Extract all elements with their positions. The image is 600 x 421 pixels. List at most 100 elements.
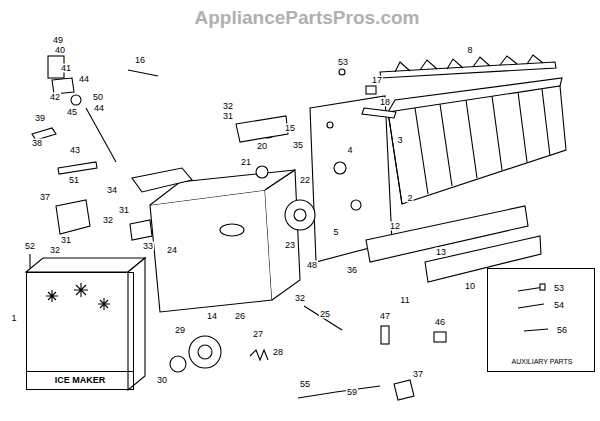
motor-housing	[150, 190, 272, 312]
callout-number: 46	[434, 318, 446, 327]
callout-number: 29	[174, 326, 186, 335]
callout-number: 22	[299, 176, 311, 185]
callout-number: 15	[284, 124, 296, 133]
cover	[74, 283, 88, 297]
callout-number: 50	[92, 93, 104, 102]
ice-mold	[388, 78, 566, 204]
gears	[294, 209, 306, 221]
small-parts	[434, 332, 446, 342]
callout-number: 1	[10, 314, 17, 323]
callout-number: 47	[379, 312, 391, 321]
callout-number: 13	[435, 248, 447, 257]
callout-number: 35	[292, 141, 304, 150]
ice-mold	[388, 86, 566, 204]
mounting-plate	[351, 200, 361, 210]
small-parts	[250, 306, 342, 360]
panel-title: AUXILIARY PARTS	[511, 358, 574, 365]
fill-tube-assembly	[30, 56, 116, 268]
callout-number: 38	[31, 139, 43, 148]
callout-number: 55	[299, 380, 311, 389]
motor-housing	[265, 170, 300, 300]
callout-number: 33	[142, 242, 154, 251]
callout-number: 39	[34, 114, 46, 123]
callout-number: 11	[399, 296, 410, 305]
callout-number: 41	[60, 64, 72, 73]
callout-number: 37	[412, 370, 424, 379]
auxiliary-parts-icons	[518, 287, 548, 331]
gears	[256, 166, 268, 178]
callout-number: 26	[234, 312, 246, 321]
ice-maker-cover-front: ICE MAKER	[26, 272, 134, 390]
small-parts	[128, 69, 446, 400]
callout-number: 31	[222, 112, 234, 121]
mounting-plate	[327, 122, 333, 128]
switch-bracket	[236, 116, 288, 142]
gears	[285, 200, 315, 230]
cover	[46, 290, 58, 302]
motor-housing	[220, 224, 244, 236]
ejector-blade	[395, 55, 543, 72]
callout-number: 40	[54, 46, 66, 55]
fill-tube-assembly	[71, 95, 81, 105]
callout-number: 54	[553, 301, 565, 310]
fill-tube-assembly	[86, 108, 116, 162]
heater-shield	[366, 206, 541, 282]
gears	[189, 336, 221, 368]
callout-number: 8	[466, 46, 473, 55]
callout-number: 42	[49, 93, 61, 102]
callout-number: 43	[69, 146, 81, 155]
cover-text: ICE MAKER	[27, 371, 133, 385]
callout-number: 56	[556, 326, 568, 335]
callout-number: 31	[118, 206, 130, 215]
callout-number: 28	[272, 348, 284, 357]
callout-number: 18	[379, 98, 391, 107]
callout-number: 32	[49, 246, 61, 255]
ice-mold	[388, 78, 562, 112]
callout-number: 16	[134, 56, 146, 65]
callout-number: 25	[319, 310, 331, 319]
gears	[198, 345, 212, 359]
callout-number: 20	[256, 142, 268, 151]
callout-number: 5	[332, 228, 339, 237]
callout-number: 45	[66, 108, 78, 117]
switch-bracket	[132, 168, 192, 192]
callout-number: 2	[406, 194, 413, 203]
switch-bracket	[130, 220, 152, 240]
callout-number: 30	[156, 376, 168, 385]
small-parts	[366, 86, 376, 94]
callout-number: 32	[222, 102, 234, 111]
callout-number: 59	[346, 388, 358, 397]
callout-number: 17	[371, 76, 383, 85]
callout-number: 53	[553, 284, 565, 293]
callout-number: 23	[284, 241, 296, 250]
mounting-plate	[334, 162, 346, 174]
cover	[26, 258, 145, 272]
callout-number: 4	[346, 146, 353, 155]
cover	[98, 298, 110, 310]
callout-number: 32	[102, 216, 114, 225]
switch-bracket	[130, 116, 288, 240]
callout-number: 36	[346, 266, 358, 275]
callout-number: 27	[252, 330, 264, 339]
gears	[170, 122, 315, 372]
small-parts	[362, 108, 396, 118]
callout-number: 12	[389, 222, 401, 231]
small-parts	[339, 69, 345, 75]
small-parts	[381, 326, 389, 344]
callout-number: 37	[39, 193, 51, 202]
callout-number: 34	[106, 186, 118, 195]
small-parts	[128, 70, 158, 76]
callout-number: 10	[464, 282, 476, 291]
callout-number: 49	[52, 36, 64, 45]
callout-number: 52	[24, 242, 36, 251]
callout-number: 44	[93, 104, 105, 113]
motor-housing	[150, 170, 300, 312]
ejector-blade	[380, 62, 556, 78]
small-parts	[394, 380, 414, 400]
callout-number: 14	[206, 312, 218, 321]
callout-number: 53	[337, 58, 349, 67]
callout-number: 3	[396, 136, 403, 145]
gears	[170, 356, 186, 372]
callout-number: 44	[78, 75, 90, 84]
